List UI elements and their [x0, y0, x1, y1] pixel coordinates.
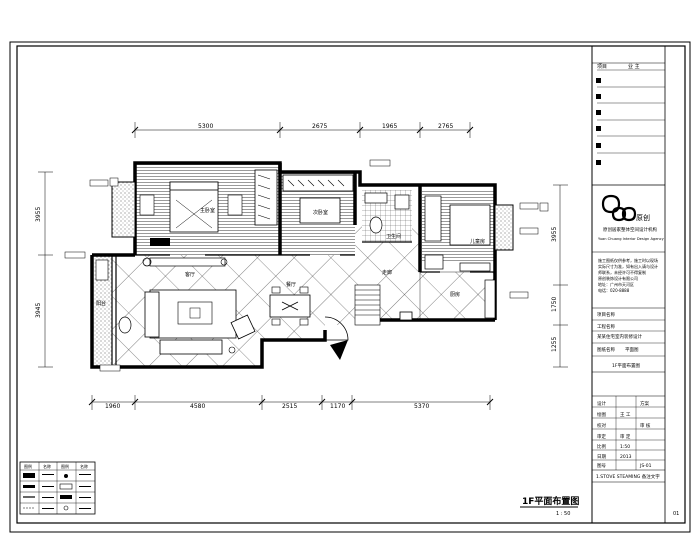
legend-header-4: 名称 — [80, 463, 88, 469]
legend-header-1: 图例 — [24, 463, 32, 469]
legend-symbol-wall — [23, 473, 35, 478]
title-block-header-value: 业 主 — [628, 63, 640, 70]
project-row-1: 项目名称 — [597, 311, 615, 318]
title-block-footer: 1.STOVE STEAMING 备注文字 — [596, 473, 660, 480]
note-3: 师联系，未经许可不得复制 — [598, 269, 646, 275]
sign-value-5: 1:50 — [620, 444, 630, 450]
sign-label-1: 设计 — [597, 400, 606, 407]
sofa-bottom — [159, 339, 223, 355]
project-row-2: 工程名称 — [597, 323, 615, 330]
label-corridor: 走廊 — [382, 269, 392, 276]
title-block: 项目 业 主 原创 原创居家整体空间设计机构 Yuan Chuang Inter… — [591, 46, 679, 523]
title-block-header-label: 项目 — [597, 64, 607, 70]
label-third-bedroom: 儿童房 — [470, 238, 485, 245]
sofa-main — [144, 291, 160, 338]
note-5: 地址：广州市天河区 — [598, 281, 634, 287]
toilet-bowl — [369, 216, 383, 234]
sign-label-4: 审定 — [597, 433, 606, 440]
dim-top-4: 2765 — [438, 123, 453, 130]
note-6: 电话：020-8888 — [598, 287, 630, 293]
label-toilet: 卫生间 — [386, 233, 401, 240]
company-logo: 原创 — [601, 194, 650, 222]
sign-label-3: 校对 — [597, 422, 606, 429]
entry-door — [324, 316, 349, 341]
dim-left-1: 3955 — [35, 207, 42, 222]
outer-frame — [9, 41, 691, 533]
dim-top-1: 5300 — [198, 123, 213, 130]
drawing-title: 1F平面布置图 — [522, 495, 579, 507]
sign-value-3: 审 核 — [640, 422, 651, 429]
sign-label-6: 日期 — [597, 454, 606, 460]
drawing-type-value: 平面图 — [625, 347, 639, 353]
dim-right-3: 1255 — [551, 337, 558, 352]
dim-top-3: 1965 — [382, 123, 397, 130]
label-kitchen: 厨房 — [450, 291, 460, 298]
second-wardrobe — [282, 174, 354, 192]
company-name-cn: 原创居家整体空间设计机构 — [603, 226, 657, 233]
balcony-floor — [92, 255, 112, 367]
drawing-type-label: 图纸名称 — [597, 346, 615, 353]
sign-label-5: 比例 — [597, 443, 606, 450]
project-row-3: 某某住宅室内装修设计 — [597, 333, 642, 340]
label-balcony: 阳台 — [96, 300, 106, 307]
dimension-ticks — [88, 126, 494, 406]
label-second-bedroom: 次卧室 — [313, 209, 328, 216]
label-master-bedroom: 主卧室 — [200, 207, 215, 214]
inner-frame — [16, 45, 686, 524]
drawing-name-cell: 1F平面布置图 — [612, 362, 640, 369]
second-bed — [299, 197, 341, 224]
label-dining: 餐厅 — [286, 281, 296, 288]
bay-window-left — [111, 181, 136, 238]
bay-window-right — [494, 204, 514, 251]
floor-plan: 主卧室 次卧室 卫生间 儿童房 厨房 走廊 — [90, 161, 514, 369]
logo-brand: 原创 — [636, 213, 650, 222]
sign-label-7: 图号 — [597, 463, 606, 469]
dim-bottom-3: 2515 — [282, 403, 297, 410]
drawing-scale: 1 : 50 — [556, 511, 570, 517]
sign-value-6: 2013 — [620, 454, 632, 460]
note-2: 实际尺寸为准，如有出入请与设计 — [598, 263, 658, 269]
dim-bottom-5: 5370 — [414, 403, 429, 410]
dim-right-1: 3955 — [551, 227, 558, 242]
dim-bottom-1: 1960 — [105, 403, 120, 410]
annotation-tags — [64, 159, 549, 372]
note-4: 原创装饰设计有限公司 — [598, 275, 638, 281]
sign-value-4: 审 定 — [620, 433, 631, 440]
sign-value-2: 王 工 — [620, 412, 631, 418]
dim-bottom-4: 1170 — [330, 403, 345, 410]
legend-header-2: 名称 — [43, 463, 51, 469]
symbol-legend: 图例 名称 图例 名称 — [19, 461, 96, 515]
sign-value-1: 方案 — [640, 400, 649, 407]
third-bed — [449, 204, 491, 246]
note-1: 施工图纸仅供参考，施工时以现场 — [598, 257, 658, 263]
label-living: 客厅 — [185, 271, 195, 278]
sign-label-2: 绘图 — [597, 411, 606, 418]
dim-right-2: 1750 — [551, 297, 558, 312]
tv-cabinet — [149, 257, 226, 267]
sheet-number: 01 — [673, 511, 679, 517]
legend-header-3: 图例 — [61, 463, 69, 469]
company-name-en: Yuan Chuang Interior Design Agency — [598, 237, 665, 241]
dim-bottom-2: 4580 — [190, 403, 205, 410]
dim-top-2: 2675 — [312, 123, 327, 130]
dim-left-2: 3945 — [35, 303, 42, 318]
sign-value-7: JS-01 — [639, 463, 652, 469]
